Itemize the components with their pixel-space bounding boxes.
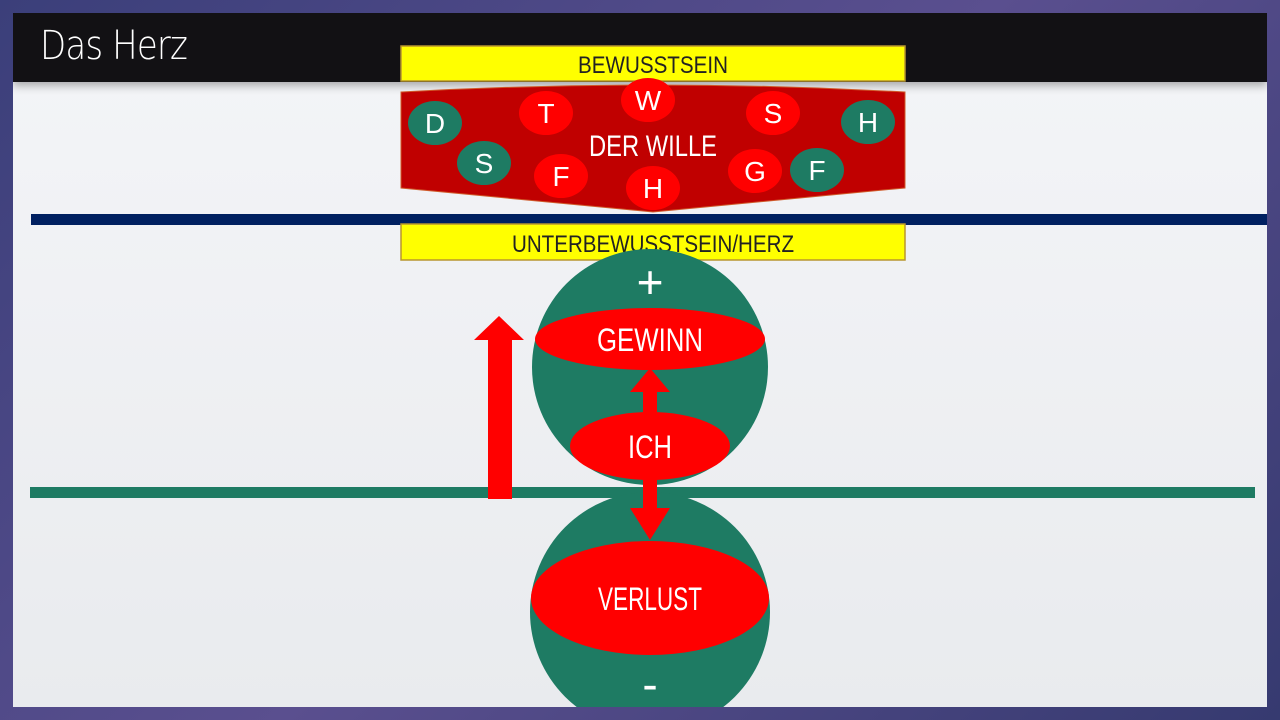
- will-circle: [841, 100, 895, 144]
- plus-sign: +: [637, 256, 664, 308]
- will-circle-letter: S: [475, 148, 494, 179]
- slide-title: Das Herz: [40, 23, 188, 69]
- will-label: DER WILLE: [589, 130, 717, 163]
- consciousness-label: BEWUSSTSEIN: [578, 52, 728, 79]
- consciousness-divider: [31, 214, 1267, 225]
- will-circle-letter: F: [808, 155, 825, 186]
- will-circle: [746, 91, 800, 135]
- will-circle: [408, 101, 462, 145]
- will-circle: [728, 149, 782, 193]
- arrow-up-to-gain-icon: [630, 368, 670, 420]
- consciousness-box: [400, 45, 906, 82]
- loss-label: VERLUST: [598, 581, 702, 617]
- will-circle: [621, 78, 675, 122]
- self-label: ICH: [628, 429, 672, 465]
- will-circle-letter: S: [764, 98, 783, 129]
- will-circle-letter: W: [635, 85, 662, 116]
- will-circle-letter: G: [744, 156, 766, 187]
- big-up-arrow-icon: [474, 316, 524, 499]
- will-circle-letter: T: [537, 98, 554, 129]
- will-circle: [790, 148, 844, 192]
- self-ellipse: [570, 412, 730, 480]
- will-circle: [519, 91, 573, 135]
- gain-label: GEWINN: [597, 322, 703, 358]
- will-circle: [457, 141, 511, 185]
- will-circle-letter: D: [425, 108, 445, 139]
- will-circle: [626, 166, 680, 210]
- gain-ellipse: [535, 308, 765, 370]
- loss-ellipse: [531, 541, 769, 655]
- arrow-down-to-loss-icon: [630, 475, 670, 540]
- will-circle-letter: H: [643, 173, 663, 204]
- will-circle-letter: F: [552, 161, 569, 192]
- minus-sign: -: [642, 658, 657, 710]
- will-circle: [534, 154, 588, 198]
- will-circle-letter: H: [858, 107, 878, 138]
